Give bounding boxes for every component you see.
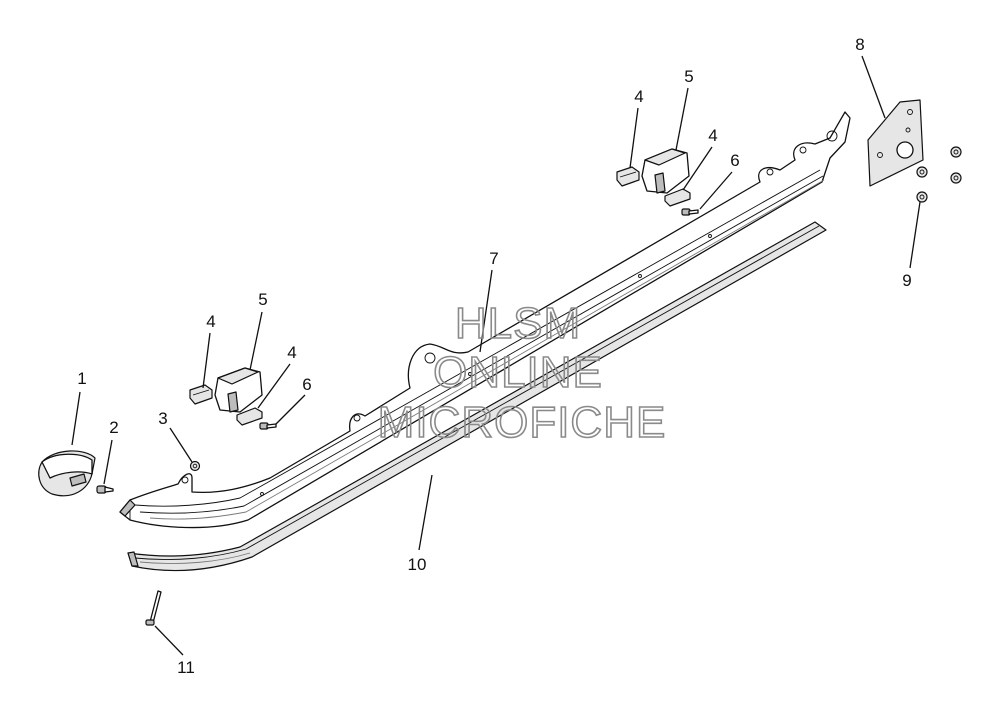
ski-tip-cap xyxy=(38,450,96,497)
callout-10: 10 xyxy=(408,555,427,574)
callout-11: 11 xyxy=(177,658,195,677)
mounting-plate xyxy=(867,99,924,187)
callout-5-front: 5 xyxy=(258,290,267,309)
callout-1: 1 xyxy=(77,369,86,388)
rear-saddle-assembly xyxy=(616,148,699,216)
ski-body xyxy=(119,111,851,529)
callout-7: 7 xyxy=(489,249,498,268)
callout-8: 8 xyxy=(855,35,864,54)
leader-lines xyxy=(71,55,921,656)
callout-4-rear-right: 4 xyxy=(708,126,717,145)
lock-nuts xyxy=(916,146,962,203)
ski-runner-wear-bar xyxy=(127,221,827,572)
callout-9: 9 xyxy=(902,271,911,290)
callout-2: 2 xyxy=(109,418,118,437)
front-saddle-assembly xyxy=(189,367,277,430)
callout-5-rear: 5 xyxy=(684,67,693,86)
watermark-line-3: MICROFICHE xyxy=(378,398,667,447)
callout-6-rear: 6 xyxy=(730,151,739,170)
callout-3: 3 xyxy=(158,409,167,428)
watermark-line-1: HLSM xyxy=(455,299,581,348)
long-bolt xyxy=(145,590,162,626)
tip-screw xyxy=(96,485,114,494)
hex-nut xyxy=(189,460,201,472)
callout-labels: 1 2 3 4 4 4 4 5 5 6 6 7 8 9 10 11 xyxy=(77,35,911,677)
callout-4-front-left: 4 xyxy=(206,312,215,331)
watermark: HLSM ONLINE MICROFICHE xyxy=(377,298,667,448)
callout-4-front-right: 4 xyxy=(287,343,296,362)
watermark-line-2: ONLINE xyxy=(433,348,603,397)
callout-6-front: 6 xyxy=(302,375,311,394)
callout-4-rear-left: 4 xyxy=(634,87,643,106)
